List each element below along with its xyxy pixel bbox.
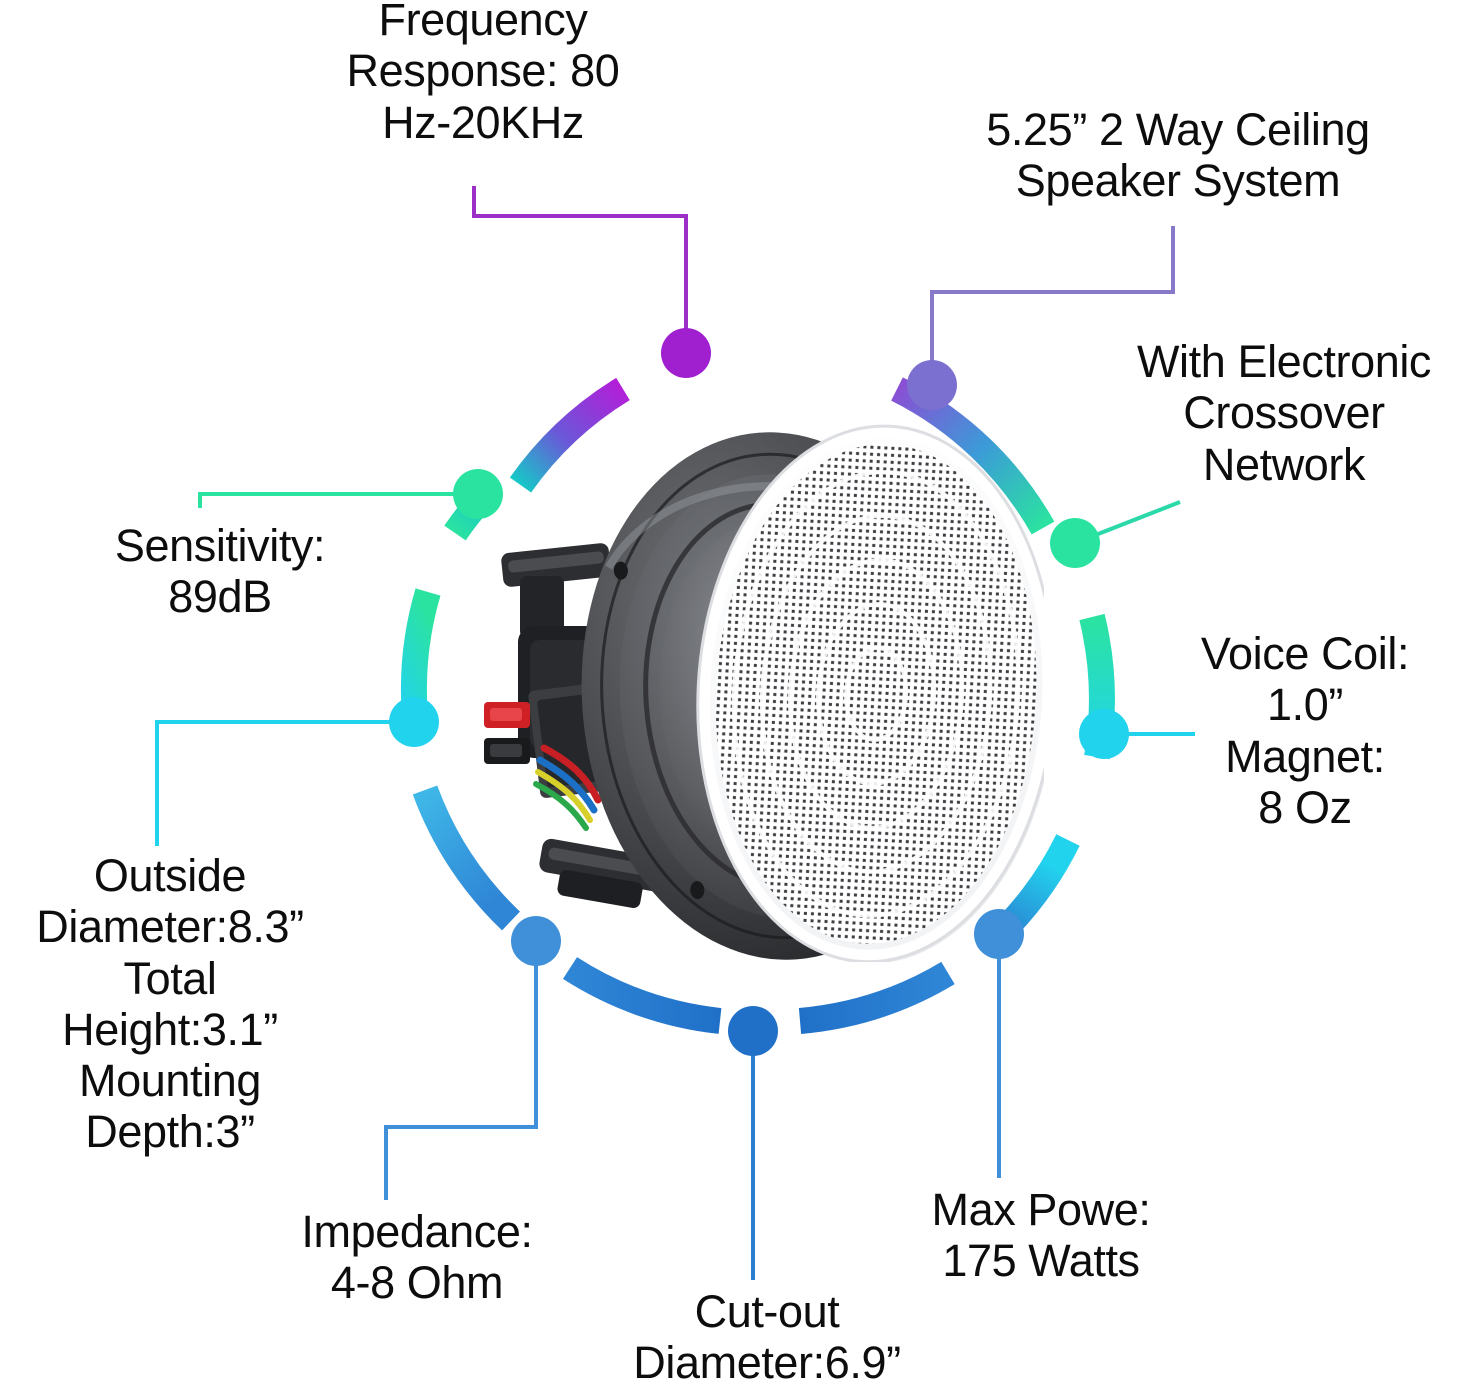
- dot-cut-out[interactable]: [728, 1006, 778, 1056]
- leader-crossover-network: [1074, 500, 1181, 545]
- dot-dimensions[interactable]: [389, 697, 439, 747]
- ring-segment-right: [1079, 613, 1115, 760]
- dot-crossover-network[interactable]: [1050, 518, 1100, 568]
- speaker-illustration: [484, 424, 1044, 962]
- leader-frequency-response: [472, 186, 688, 353]
- callout-label-cut-out-diameter: Cut-out Diameter:6.9”: [633, 1286, 901, 1389]
- callout-label-product-title: 5.25” 2 Way Ceiling Speaker System: [986, 104, 1370, 207]
- callout-label-dimensions: Outside Diameter:8.3” Total Height:3.1” …: [36, 850, 304, 1158]
- speaker-grille: [696, 424, 1044, 962]
- product-photo: [478, 396, 1044, 962]
- callout-label-max-power: Max Powe: 175 Watts: [931, 1184, 1151, 1287]
- leader-dimensions: [155, 720, 414, 846]
- callout-label-crossover-network: With Electronic Crossover Network: [1136, 336, 1432, 490]
- ring-segment-left: [400, 588, 441, 737]
- callout-label-voice-coil: Voice Coil: 1.0” Magnet: 8 Oz: [1200, 628, 1410, 833]
- callout-label-sensitivity: Sensitivity: 89dB: [114, 520, 326, 623]
- callout-label-frequency-response: Frequency Response: 80 Hz-20KHz: [346, 0, 620, 148]
- callout-label-impedance: Impedance: 4-8 Ohm: [301, 1206, 533, 1309]
- leader-impedance: [384, 941, 538, 1200]
- ring-segment-bottom-right: [798, 961, 955, 1034]
- dot-voice-coil[interactable]: [1079, 709, 1129, 759]
- ring-segment-bottom-left: [562, 957, 722, 1034]
- leader-sensitivity: [198, 492, 478, 508]
- dot-frequency-response[interactable]: [661, 328, 711, 378]
